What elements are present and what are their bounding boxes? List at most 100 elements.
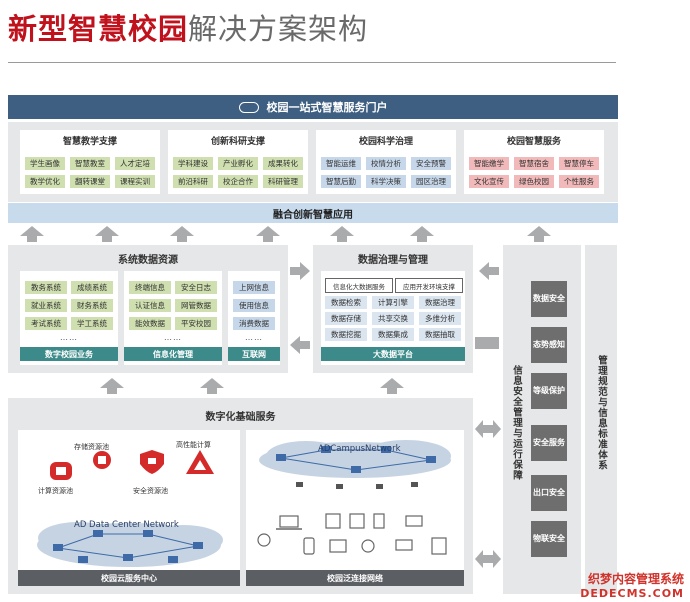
hpc-label: 高性能计算 (176, 441, 211, 449)
ellipsis: …… (245, 333, 263, 342)
up-arrow-stem (534, 236, 544, 242)
switch-icon (381, 446, 391, 453)
campus-diagram (257, 440, 451, 555)
app-item: 智慧停车 (559, 157, 599, 170)
app-item: 前沿科研 (173, 175, 213, 188)
standards-column: 管理规范与信息标准体系 (585, 245, 617, 594)
parking-icon (431, 537, 447, 555)
compute-pool-icon (93, 451, 111, 469)
switch-icon (53, 544, 63, 551)
terminal-icon (329, 539, 347, 553)
app-item: 个性服务 (559, 175, 599, 188)
governance-footer: 大数据平台 (321, 347, 465, 361)
switch-icon (123, 554, 133, 561)
governance-item: 数据挖掘 (325, 328, 367, 341)
watermark: 织梦内容管理系统 DEDECMS.COM (580, 570, 684, 600)
ellipsis: …… (164, 333, 182, 342)
app-item: 智慧后勤 (321, 175, 361, 188)
app-group-title: 创新科研支撑 (210, 137, 265, 147)
app-item: 园区治理 (411, 175, 451, 188)
display-icon (349, 513, 365, 529)
left-arrow (290, 336, 310, 354)
phone-icon (303, 537, 315, 555)
app-item: 人才定培 (115, 157, 155, 170)
app-item: 安全预警 (411, 157, 451, 170)
up-arrow-stem (207, 388, 217, 394)
security-item: 出口安全 (531, 475, 567, 511)
app-item: 绿色校园 (514, 175, 554, 188)
up-arrow-stem (387, 388, 397, 394)
network-link (57, 547, 129, 559)
app-group-teaching: 智慧教学支撑 学生画像 智慧教室 人才定培 教学优化 翻转课堂 课程实训 (20, 130, 160, 194)
data-item: 终端信息 (129, 281, 171, 294)
governance-panel: 数据治理与管理 信息化大数据服务 应用开发环境支撑 数据检索 计算引擎 数据治理… (313, 245, 473, 373)
data-item: 财务系统 (71, 299, 113, 312)
campus-network: ADCampusNetwork 校园泛连接网络 (246, 430, 464, 586)
datacenter-network-label: AD Data Center Network (74, 520, 179, 530)
up-arrow-stem (417, 236, 427, 242)
switch-icon (78, 556, 88, 563)
security-item: 等级保护 (531, 373, 567, 409)
app-item: 智能缴学 (469, 157, 509, 170)
fusion-bar: 融合创新智慧应用 (8, 203, 618, 223)
data-group-it-management: 终端信息 安全日志 认证信息 网管数据 能效数据 平安校园 …… 信息化管理 (124, 271, 222, 365)
governance-item: 多维分析 (419, 312, 461, 325)
data-item: 消费数据 (233, 317, 275, 330)
title-rest: 解决方案架构 (188, 12, 369, 46)
security-pool-icon (140, 450, 164, 474)
printer-icon (405, 515, 423, 527)
data-group-business: 教务系统 成绩系统 就业系统 财务系统 考试系统 学工系统 …… 数字校园业务 (20, 271, 118, 365)
bulb-icon (361, 539, 375, 553)
system-data-title: 系统数据资源 (118, 255, 178, 266)
app-item: 教学优化 (25, 175, 65, 188)
cloud-diagram (37, 450, 223, 567)
network-link (147, 533, 199, 547)
app-group-governance: 校园科学治理 智能运维 校情分析 安全预警 智慧后勤 科学决策 园区治理 (316, 130, 456, 194)
storage-pool-icon (50, 462, 72, 480)
page-title: 新型智慧校园解决方案架构 (8, 2, 368, 48)
up-arrow (100, 378, 124, 388)
app-item: 智慧宿舍 (514, 157, 554, 170)
data-group-footer: 信息化管理 (124, 347, 222, 361)
cloud-service-center: 存储资源池 高性能计算 计算资源池 安全资源池 AD Data Center N… (18, 430, 240, 586)
system-data-panel: 系统数据资源 教务系统 成绩系统 就业系统 财务系统 考试系统 学工系统 …… … (8, 245, 288, 373)
governance-item: 数据抽取 (419, 328, 461, 341)
watermark-line2: DEDECMS.COM (580, 587, 684, 600)
double-arrow (475, 420, 501, 438)
security-column: 信息安全管理与运行保障 数据安全 态势感知 等级保护 安全服务 出口安全 物联安… (503, 245, 581, 594)
data-group-footer: 互联网 (228, 347, 280, 361)
laptop-icon (279, 515, 299, 528)
app-item: 产业孵化 (218, 157, 258, 170)
app-item: 学科建设 (173, 157, 213, 170)
ellipsis: …… (60, 333, 78, 342)
sensor-icon (257, 533, 271, 547)
compute-pool-label: 计算资源池 (38, 487, 73, 495)
camera-icon (325, 513, 341, 529)
security-item: 安全服务 (531, 425, 567, 461)
double-arrow (475, 550, 501, 568)
standards-column-label: 管理规范与信息标准体系 (596, 355, 607, 471)
up-arrow (95, 226, 119, 236)
up-arrow (256, 226, 280, 236)
app-item: 科研管理 (263, 175, 303, 188)
app-group-title: 校园智慧服务 (506, 137, 561, 147)
ap-icon (296, 482, 303, 487)
app-group-research: 创新科研支撑 学科建设 产业孵化 成果转化 前沿科研 校企合作 科研管理 (168, 130, 308, 194)
switch-icon (426, 456, 436, 463)
app-item: 课程实训 (115, 175, 155, 188)
governance-item: 共享交换 (372, 312, 414, 325)
governance-item: 数据检索 (325, 296, 367, 309)
lock-icon (373, 513, 385, 529)
app-group-title: 智慧教学支撑 (62, 137, 117, 147)
network-link (280, 449, 327, 459)
portal-bar: 校园一站式智慧服务门户 (8, 95, 618, 119)
data-group-footer: 数字校园业务 (20, 347, 118, 361)
fusion-label: 融合创新智慧应用 (273, 209, 353, 221)
data-item: 安全日志 (175, 281, 217, 294)
data-item: 平安校园 (175, 317, 217, 330)
app-item: 智慧教室 (70, 157, 110, 170)
title-divider (8, 62, 616, 63)
right-arrow (290, 262, 310, 280)
campus-footer: 校园泛连接网络 (246, 570, 464, 586)
app-item: 智能运维 (321, 157, 361, 170)
